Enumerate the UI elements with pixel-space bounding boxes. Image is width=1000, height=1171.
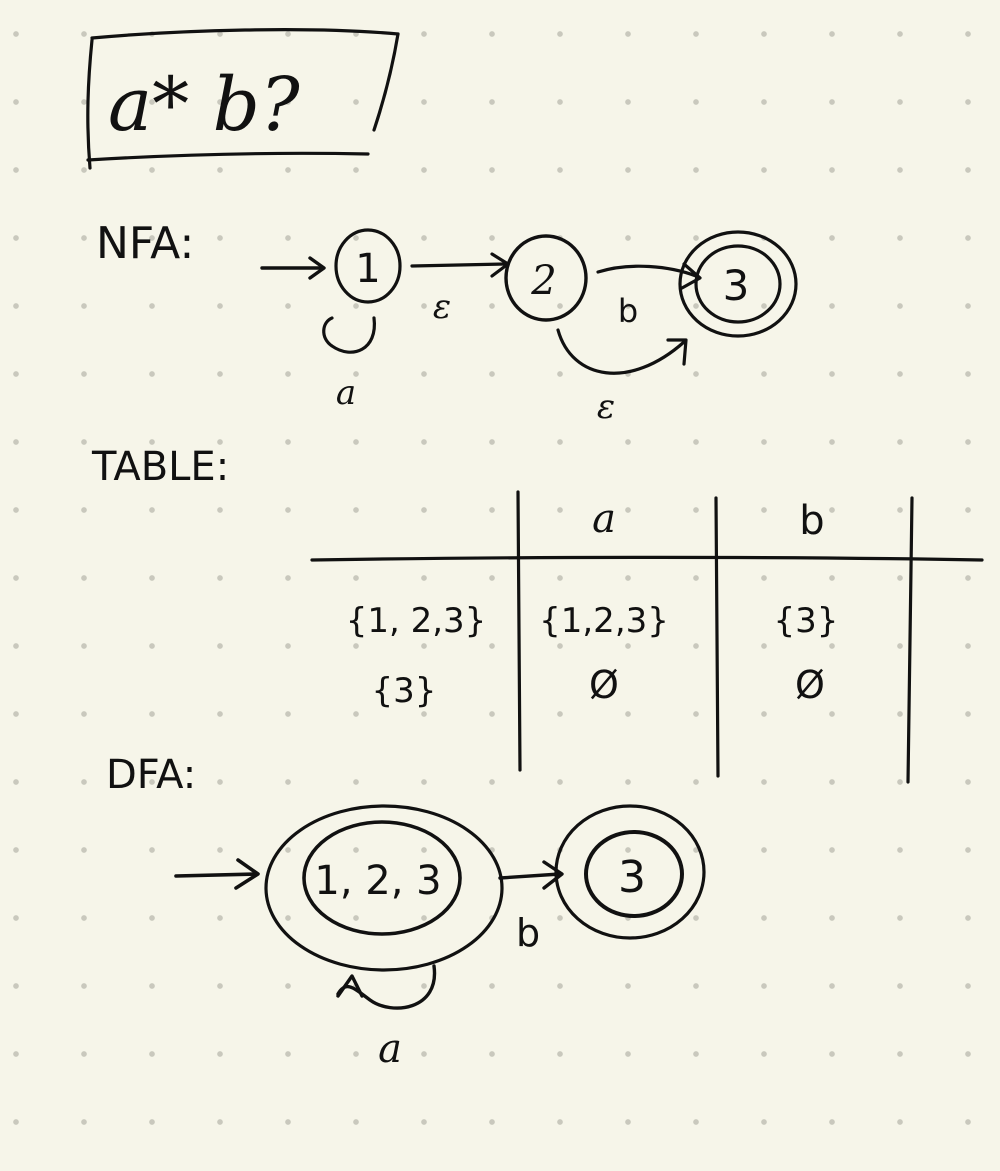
dfa-edge-123-3-label: b [516, 911, 540, 955]
nfa-loop-1-label: a [336, 373, 356, 413]
table-cell: {3} [774, 601, 839, 641]
dfa-state-123-outer [264, 804, 504, 972]
arrowhead-icon [680, 262, 702, 290]
nfa-state-2 [504, 234, 588, 322]
nfa-edge-2-3-eps [556, 328, 686, 375]
nfa-edge-2-3-b-label: b [618, 292, 638, 330]
table-label: TABLE: [91, 444, 229, 490]
dfa-diagram: DFA: 1, 2, 3 a b 3 [106, 752, 706, 1072]
table-header-b: b [799, 498, 824, 544]
nfa-edge-1-2-label: ε [433, 287, 451, 327]
dfa-label: DFA: [106, 752, 196, 798]
transition-table: TABLE: a b {1, 2,3} {1,2,3} {3} {3} Ø Ø [91, 444, 984, 784]
table-cell: {1,2,3} [539, 601, 669, 641]
table-cell: Ø [795, 663, 825, 707]
arrowhead-icon [336, 974, 364, 998]
table-col-divider-1 [516, 490, 522, 772]
table-col-divider-3 [906, 496, 914, 784]
dfa-state-3-outer [554, 804, 706, 940]
dfa-start-arrow [174, 872, 258, 878]
dfa-state-123-inner [302, 820, 462, 936]
table-cell: Ø [589, 663, 619, 707]
table-cell: {1, 2,3} [346, 601, 487, 641]
table-col-divider-2 [714, 496, 720, 778]
dfa-loop-123-label: a [378, 1026, 402, 1072]
dfa-state-123-label: 1, 2, 3 [314, 858, 441, 904]
arrowhead-icon [542, 860, 564, 890]
table-cell: {3} [372, 671, 437, 711]
nfa-label: NFA: [96, 218, 194, 269]
nfa-state-3-label: 3 [723, 261, 750, 310]
nfa-edge-1-2 [410, 262, 507, 268]
nfa-loop-1 [322, 316, 376, 354]
dfa-state-3-inner [584, 830, 684, 918]
title-box: a* b? [86, 28, 400, 170]
arrowhead-icon [234, 858, 260, 890]
regex-title: a* b? [108, 62, 301, 148]
nfa-diagram: NFA: 1 a ε 2 b ε 3 [96, 218, 798, 427]
nfa-state-1-label: 1 [355, 246, 380, 292]
dfa-loop-123 [336, 964, 437, 1010]
arrowhead-icon [308, 256, 326, 280]
nfa-state-3-inner [694, 244, 782, 324]
arrowhead-icon [666, 338, 688, 366]
nfa-state-3-outer [678, 230, 798, 338]
table-header-a: a [592, 496, 616, 542]
dfa-edge-123-3 [498, 872, 562, 880]
table-header-rule [310, 555, 984, 562]
nfa-edge-2-3-b [596, 264, 698, 278]
nfa-edge-2-3-eps-label: ε [597, 387, 615, 427]
dfa-state-3-label: 3 [618, 852, 646, 903]
nfa-state-1 [334, 228, 402, 304]
nfa-state-2-label: 2 [530, 258, 556, 304]
